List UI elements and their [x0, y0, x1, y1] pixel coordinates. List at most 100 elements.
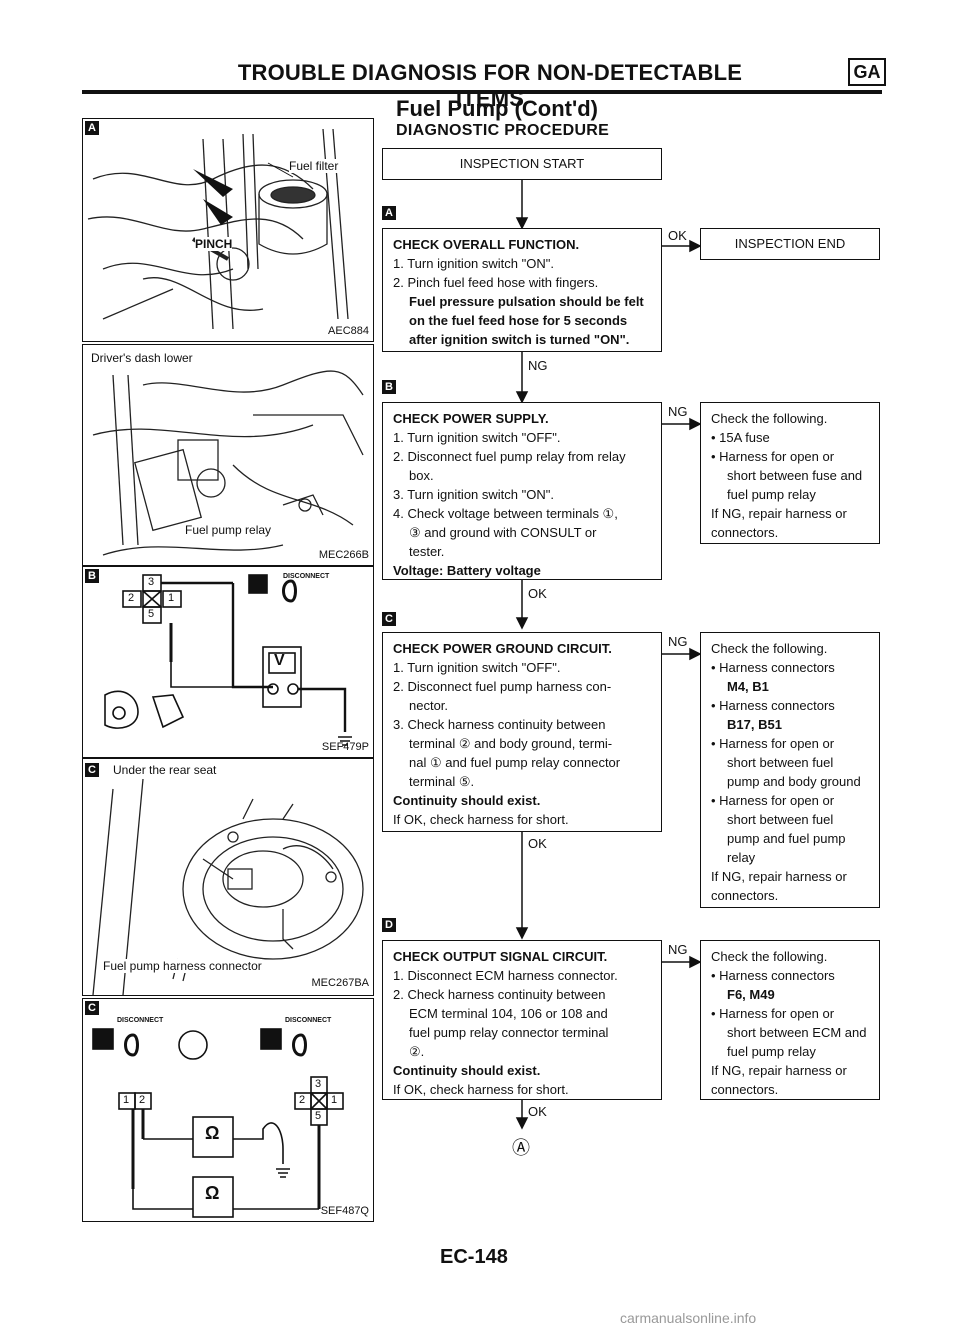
- step-line: fuel pump relay connector terminal: [409, 1025, 609, 1040]
- voltage-check-drawing: [104, 574, 352, 746]
- ng-check-line: • Harness for open or: [711, 1006, 835, 1021]
- step-line: box.: [409, 468, 434, 483]
- ng-check-line: • Harness connectors: [711, 660, 835, 675]
- step-spec: on the fuel feed hose for 5 seconds: [409, 313, 628, 328]
- step-tag: B: [382, 380, 396, 394]
- step-line: 3. Turn ignition switch "ON".: [393, 487, 554, 502]
- ng-label: NG: [528, 358, 548, 373]
- step-title: CHECK POWER SUPPLY.: [393, 411, 549, 426]
- ok-label: OK: [528, 586, 547, 601]
- step-spec: Continuity should exist.: [393, 793, 541, 808]
- figure-code: SEF479P: [321, 741, 369, 753]
- step-check-power-supply: CHECK POWER SUPPLY. 1. Turn ignition swi…: [382, 402, 662, 580]
- connector-label: Fuel pump harness connector: [103, 959, 262, 973]
- step-spec: after ignition switch is turned "ON".: [409, 332, 630, 347]
- ng-check-line: fuel pump relay: [727, 487, 816, 502]
- step-check-overall-function: CHECK OVERALL FUNCTION. 1. Turn ignition…: [382, 228, 662, 352]
- pin-label: 5: [315, 1110, 322, 1122]
- step-line: 1. Turn ignition switch "ON".: [393, 256, 554, 271]
- figure-tag: B: [85, 569, 99, 583]
- ng-check-line: pump and body ground: [727, 774, 861, 789]
- figure-fuel-pump-connector: C Under the rear seat Fuel pump harness …: [82, 758, 374, 996]
- ng-label: NG: [668, 404, 688, 419]
- inspection-end-box: INSPECTION END: [700, 228, 880, 260]
- step-line: 2. Disconnect fuel pump harness con-: [393, 679, 612, 694]
- ng-check-line: short between fuse and: [727, 468, 863, 483]
- step-spec: Voltage: Battery voltage: [393, 563, 541, 578]
- ng-check-line: • Harness for open or: [711, 736, 835, 751]
- step-line: 2. Pinch fuel feed hose with fingers.: [393, 275, 599, 290]
- step-title: CHECK OVERALL FUNCTION.: [393, 237, 580, 252]
- pin-label: 1: [123, 1094, 130, 1106]
- inspection-end-label: INSPECTION END: [734, 236, 846, 251]
- figure-tag: C: [85, 763, 99, 777]
- connector-codes: B17, B51: [727, 717, 782, 732]
- pin-label: 1: [168, 592, 175, 604]
- ng-check-line: fuel pump relay: [727, 1044, 816, 1059]
- step-line: ②.: [409, 1044, 425, 1059]
- section-subtitle: DIAGNOSTIC PROCEDURE: [396, 122, 610, 139]
- figure-code: MEC267BA: [311, 977, 369, 989]
- meter-label: Ω: [205, 1183, 220, 1203]
- fuel-filter-drawing: [87, 128, 349, 330]
- meter-label: V: [274, 652, 285, 669]
- pin-label: 1: [331, 1094, 338, 1106]
- ng-check-line: short between fuel: [727, 755, 834, 770]
- pin-label: 2: [139, 1094, 146, 1106]
- pin-label: 3: [315, 1078, 322, 1090]
- watermark: carmanualsonline.info: [620, 1310, 757, 1326]
- step-line: terminal ⑤.: [409, 774, 475, 789]
- disconnect-label: DISCONNECT: [117, 1017, 164, 1024]
- inspection-start-box: INSPECTION START: [382, 148, 662, 180]
- ng-label: NG: [668, 942, 688, 957]
- ng-check-box: Check the following. • 15A fuse • Harnes…: [700, 402, 880, 544]
- ng-check-line: connectors.: [711, 1082, 779, 1097]
- continuity-check-drawing: [92, 1028, 344, 1218]
- ng-check-line: If NG, repair harness or: [711, 1063, 847, 1078]
- ng-check-line: short between ECM and: [727, 1025, 867, 1040]
- connector-codes: M4, B1: [727, 679, 769, 694]
- step-line: ③ and ground with CONSULT or: [409, 525, 597, 540]
- step-spec: Continuity should exist.: [393, 1063, 541, 1078]
- figure-voltage-check: B DISCONNECT V 3 2 1 5 SEF479P: [82, 566, 374, 758]
- pin-label: 2: [299, 1094, 306, 1106]
- pin-label: 5: [148, 608, 155, 620]
- step-line: terminal ② and body ground, termi-: [409, 736, 613, 751]
- figure-code: SEF487Q: [320, 1205, 369, 1217]
- step-tag: D: [382, 918, 396, 932]
- ng-check-line: If NG, repair harness or: [711, 506, 847, 521]
- ng-check-box: Check the following. • Harness connector…: [700, 940, 880, 1100]
- step-check-power-ground: CHECK POWER GROUND CIRCUIT. 1. Turn igni…: [382, 632, 662, 832]
- ng-check-box: Check the following. • Harness connector…: [700, 632, 880, 908]
- header-rule: [82, 90, 882, 94]
- ng-check-line: relay: [727, 850, 756, 865]
- figure-tag: C: [85, 1001, 99, 1015]
- relay-drawing: [92, 370, 364, 556]
- ng-check-line: Check the following.: [711, 641, 828, 656]
- disconnect-label: DISCONNECT: [285, 1017, 332, 1024]
- ng-check-line: connectors.: [711, 888, 779, 903]
- next-page-marker: Ⓐ: [512, 1138, 530, 1158]
- step-line: If OK, check harness for short.: [393, 812, 569, 827]
- figure-tag: A: [85, 121, 99, 135]
- fuel-filter-label: Fuel filter: [289, 159, 339, 173]
- ng-check-line: • Harness connectors: [711, 698, 835, 713]
- relay-location-label: Driver's dash lower: [91, 351, 193, 365]
- step-tag: C: [382, 612, 396, 626]
- ng-check-line: pump and fuel pump: [727, 831, 846, 846]
- step-line: 2. Check harness continuity between: [393, 987, 606, 1002]
- ng-check-line: • Harness for open or: [711, 793, 835, 808]
- meter-label: Ω: [205, 1123, 220, 1143]
- ng-check-line: • Harness connectors: [711, 968, 835, 983]
- step-line: nal ① and fuel pump relay connector: [409, 755, 621, 770]
- pinch-label: PINCH: [195, 237, 233, 251]
- step-tag: A: [382, 206, 396, 220]
- disconnect-label: DISCONNECT: [283, 573, 330, 580]
- step-line: 4. Check voltage between terminals ①,: [393, 506, 618, 521]
- step-line: nector.: [409, 698, 449, 713]
- figure-fuel-filter: A Fuel filter PINCH AEC884: [82, 118, 374, 342]
- section-badge: GA: [848, 58, 886, 86]
- step-spec: Fuel pressure pulsation should be felt: [409, 294, 644, 309]
- connector-codes: F6, M49: [727, 987, 775, 1002]
- seat-location-label: Under the rear seat: [113, 763, 217, 777]
